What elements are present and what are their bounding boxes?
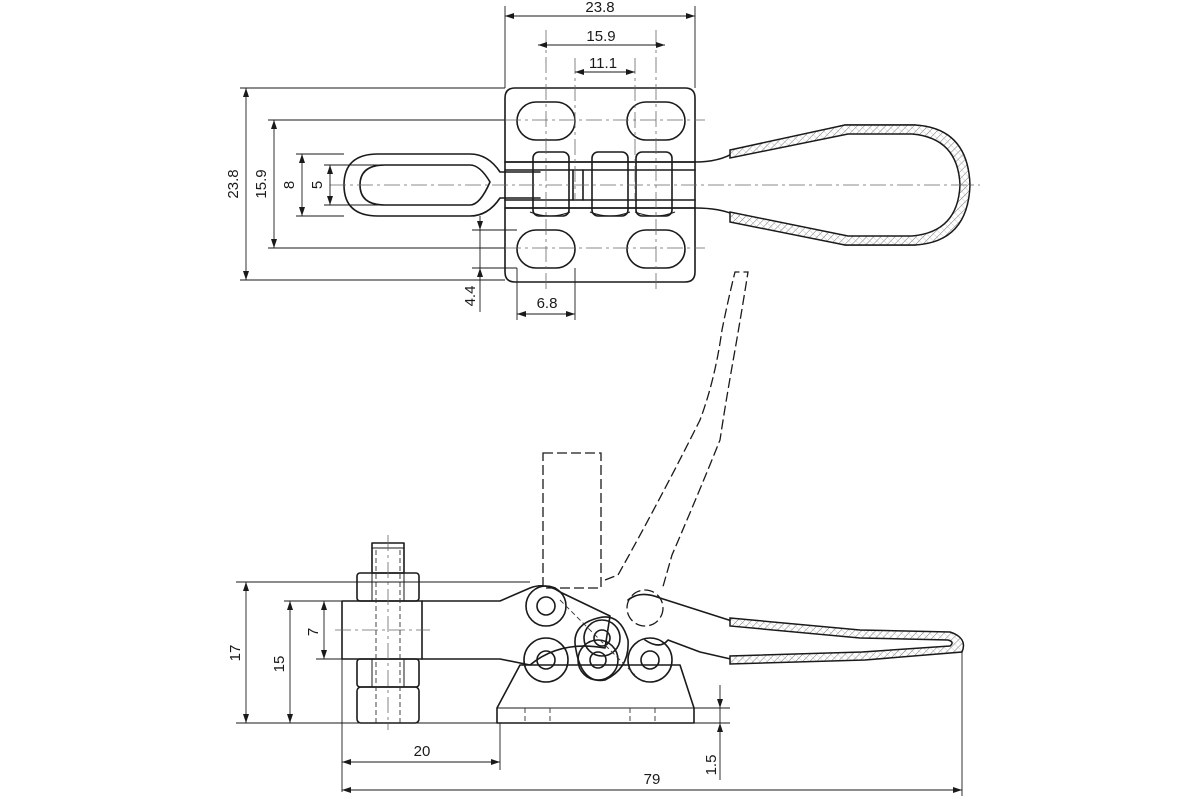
dim-bottom-length-79: 79 xyxy=(644,771,661,788)
dim-side-height-7: 7 xyxy=(305,628,322,636)
side-view xyxy=(335,271,965,730)
dim-left-height-holes: 15.9 xyxy=(253,169,270,198)
dim-slot-length: 6.8 xyxy=(537,295,558,312)
pivot-arm xyxy=(525,585,567,627)
side-handle-grip xyxy=(729,617,965,665)
dim-bottom-length-20: 20 xyxy=(414,743,431,760)
dim-left-height-5: 5 xyxy=(309,181,326,189)
pivot-link-lower xyxy=(577,639,619,681)
dim-top-width-inner: 11.1 xyxy=(589,55,617,72)
open-pivot-ghost xyxy=(626,589,664,627)
open-handle-ghost xyxy=(604,271,749,591)
link-plate xyxy=(574,616,629,682)
dim-top-width-holes: 15.9 xyxy=(586,28,615,45)
top-plate-lower xyxy=(504,207,696,283)
side-base xyxy=(496,664,695,724)
side-view-dimensions: 17 15 7 20 79 1.5 xyxy=(227,581,963,796)
side-clamp-arm xyxy=(421,584,611,666)
top-clamp-arm-slot xyxy=(359,164,491,206)
dim-slot-width: 4.4 xyxy=(462,286,479,307)
top-view-dimensions: 23.8 15.9 11.1 23.8 15.9 8 xyxy=(225,0,696,320)
dim-base-thickness: 1.5 xyxy=(703,755,720,776)
dim-side-height-17: 17 xyxy=(227,645,244,662)
top-view xyxy=(330,30,980,290)
pivot-base-left xyxy=(523,637,569,683)
top-handle-grip xyxy=(729,124,971,246)
open-spindle-ghost xyxy=(542,452,602,589)
dim-left-height-overall: 23.8 xyxy=(225,169,242,198)
dim-side-height-15: 15 xyxy=(271,656,288,673)
pivot-base-right xyxy=(627,637,673,683)
dim-top-width-overall: 23.8 xyxy=(585,0,614,16)
top-plate-upper xyxy=(504,87,696,163)
dim-left-height-8: 8 xyxy=(281,181,298,189)
pivot-link-center xyxy=(583,619,621,657)
